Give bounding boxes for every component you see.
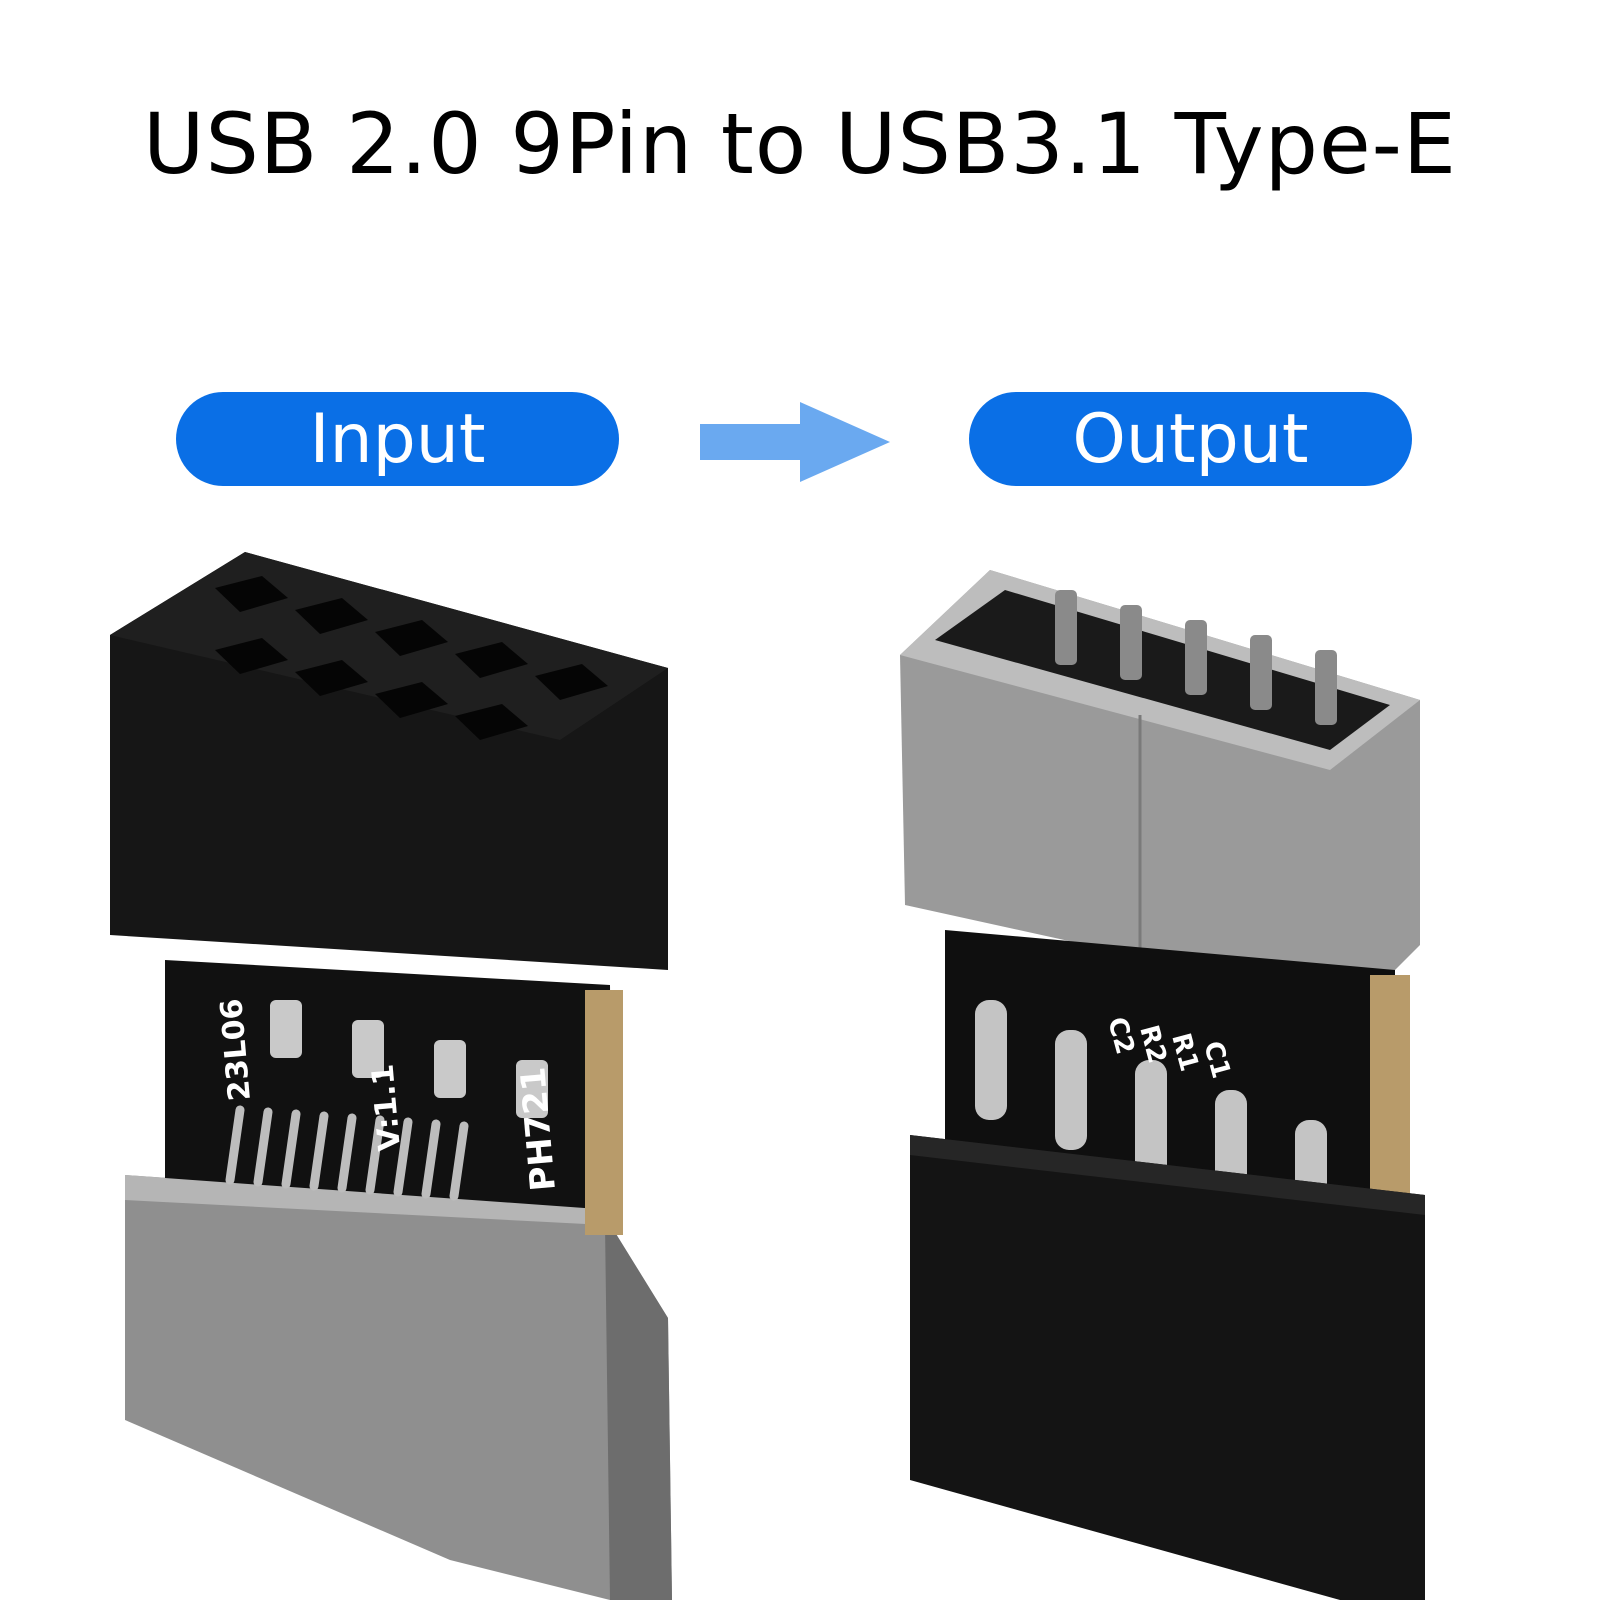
- arrow-shape: [700, 402, 890, 482]
- output-label-text: Output: [1072, 399, 1309, 479]
- page-title: USB 2.0 9Pin to USB3.1 Type-E: [142, 95, 1458, 193]
- output-contacts: [1055, 590, 1337, 725]
- input-label-text: Input: [309, 399, 486, 479]
- input-metal-shell: [125, 1175, 672, 1600]
- input-adapter: PH721 V:1.1 23L06: [110, 552, 672, 1600]
- product-photo: PH721 V:1.1 23L06: [110, 552, 1425, 1600]
- input-label: Input: [176, 392, 619, 486]
- input-pin-holes: [215, 576, 608, 740]
- output-adapter: C2 R2 R1 C1: [900, 570, 1425, 1600]
- output-black-header: [910, 1135, 1425, 1600]
- output-label: Output: [969, 392, 1412, 486]
- arrow-right-icon: [700, 402, 890, 482]
- input-pcb-version: V:1.1: [366, 1063, 408, 1153]
